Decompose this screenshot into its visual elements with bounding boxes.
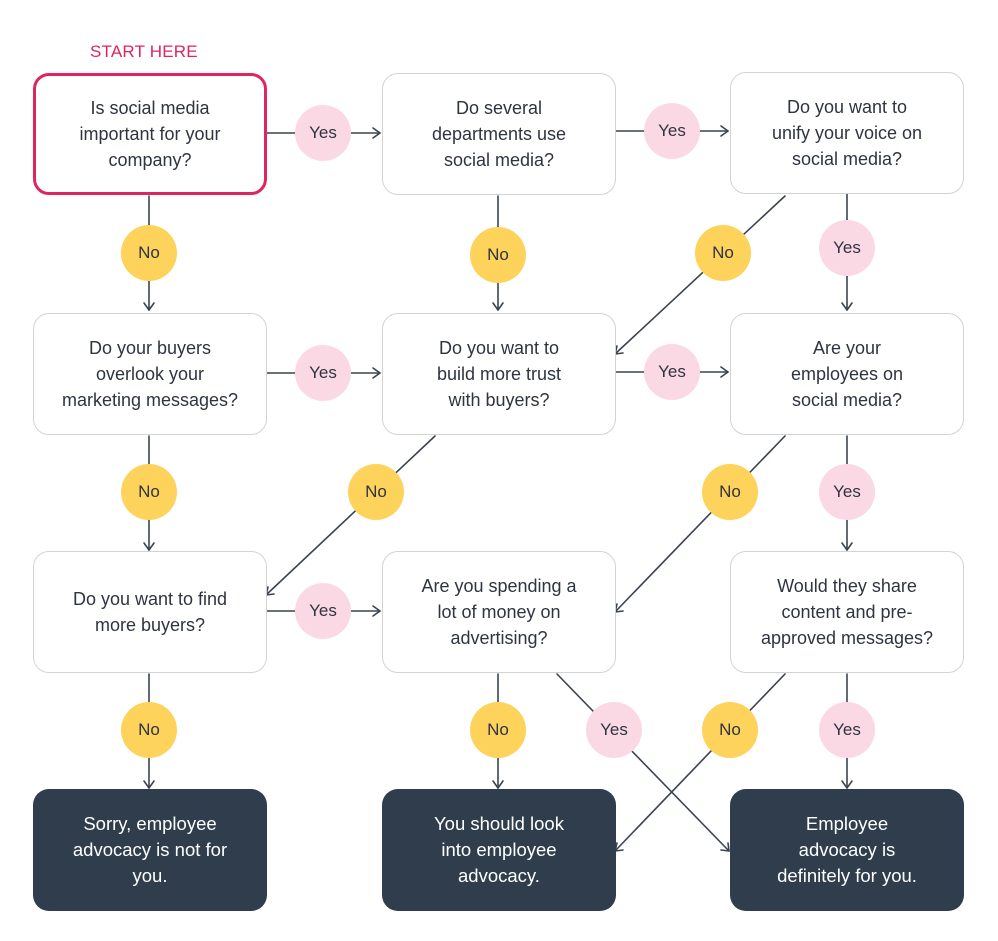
- yes-bubble: Yes: [295, 105, 351, 161]
- question-find-more-buyers: Do you want to find more buyers?: [33, 551, 267, 673]
- yes-bubble: Yes: [295, 583, 351, 639]
- yes-bubble: Yes: [295, 345, 351, 401]
- no-bubble: No: [121, 464, 177, 520]
- yes-bubble: Yes: [819, 220, 875, 276]
- question-buyers-overlook: Do your buyers overlook your marketing m…: [33, 313, 267, 435]
- question-share-content: Would they share content and pre- approv…: [730, 551, 964, 673]
- question-spending-advertising: Are you spending a lot of money on adver…: [382, 551, 616, 673]
- no-bubble: No: [695, 225, 751, 281]
- question-employees-on-social: Are your employees on social media?: [730, 313, 964, 435]
- yes-bubble: Yes: [644, 103, 700, 159]
- no-bubble: No: [121, 225, 177, 281]
- question-social-media-important: Is social media important for your compa…: [33, 73, 267, 195]
- no-bubble: No: [702, 464, 758, 520]
- yes-bubble: Yes: [819, 464, 875, 520]
- no-bubble: No: [470, 227, 526, 283]
- no-bubble: No: [121, 702, 177, 758]
- result-not-for-you: Sorry, employee advocacy is not for you.: [33, 789, 267, 911]
- yes-bubble: Yes: [644, 344, 700, 400]
- start-here-label: START HERE: [90, 42, 198, 61]
- no-bubble: No: [348, 464, 404, 520]
- no-bubble: No: [702, 702, 758, 758]
- yes-bubble: Yes: [586, 702, 642, 758]
- question-build-trust: Do you want to build more trust with buy…: [382, 313, 616, 435]
- question-unify-voice: Do you want to unify your voice on socia…: [730, 72, 964, 194]
- result-look-into-advocacy: You should look into employee advocacy.: [382, 789, 616, 911]
- result-definitely-for-you: Employee advocacy is definitely for you.: [730, 789, 964, 911]
- no-bubble: No: [470, 702, 526, 758]
- yes-bubble: Yes: [819, 702, 875, 758]
- question-several-departments: Do several departments use social media?: [382, 73, 616, 195]
